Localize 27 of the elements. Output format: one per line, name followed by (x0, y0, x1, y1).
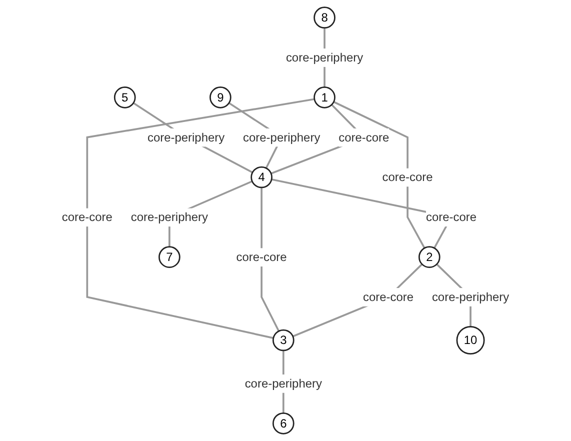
edge-label: core-core (236, 250, 287, 264)
edge-label: core-core (62, 210, 112, 224)
node-circle: 8 (314, 6, 336, 29)
connector (333, 101, 426, 249)
node-circle: 7 (158, 246, 180, 268)
edge-label: core-periphery (243, 130, 320, 144)
node-circle: 4 (250, 166, 272, 188)
edge-label: core-core (426, 210, 477, 224)
edge-label: core-periphery (130, 210, 208, 224)
edge-label: core-core (382, 170, 433, 184)
edge-label: core-periphery (286, 50, 364, 64)
edge-label: core-periphery (432, 290, 510, 304)
connector (132, 102, 253, 174)
node-circle: 2 (418, 246, 440, 268)
node-circle: 1 (314, 86, 336, 108)
node-circle: 10 (456, 326, 485, 354)
edge-label: core-periphery (147, 130, 225, 144)
connector (292, 264, 423, 338)
connector (260, 188, 280, 332)
connector (86, 98, 315, 339)
edge-label: core-core (362, 290, 414, 304)
node-circle: 5 (114, 86, 136, 108)
node-circle: 9 (210, 86, 232, 108)
edge-label: core-periphery (244, 376, 322, 390)
node-circle: 6 (272, 412, 294, 434)
node-circle: 3 (272, 329, 294, 352)
edge-label: core-core (338, 130, 390, 144)
